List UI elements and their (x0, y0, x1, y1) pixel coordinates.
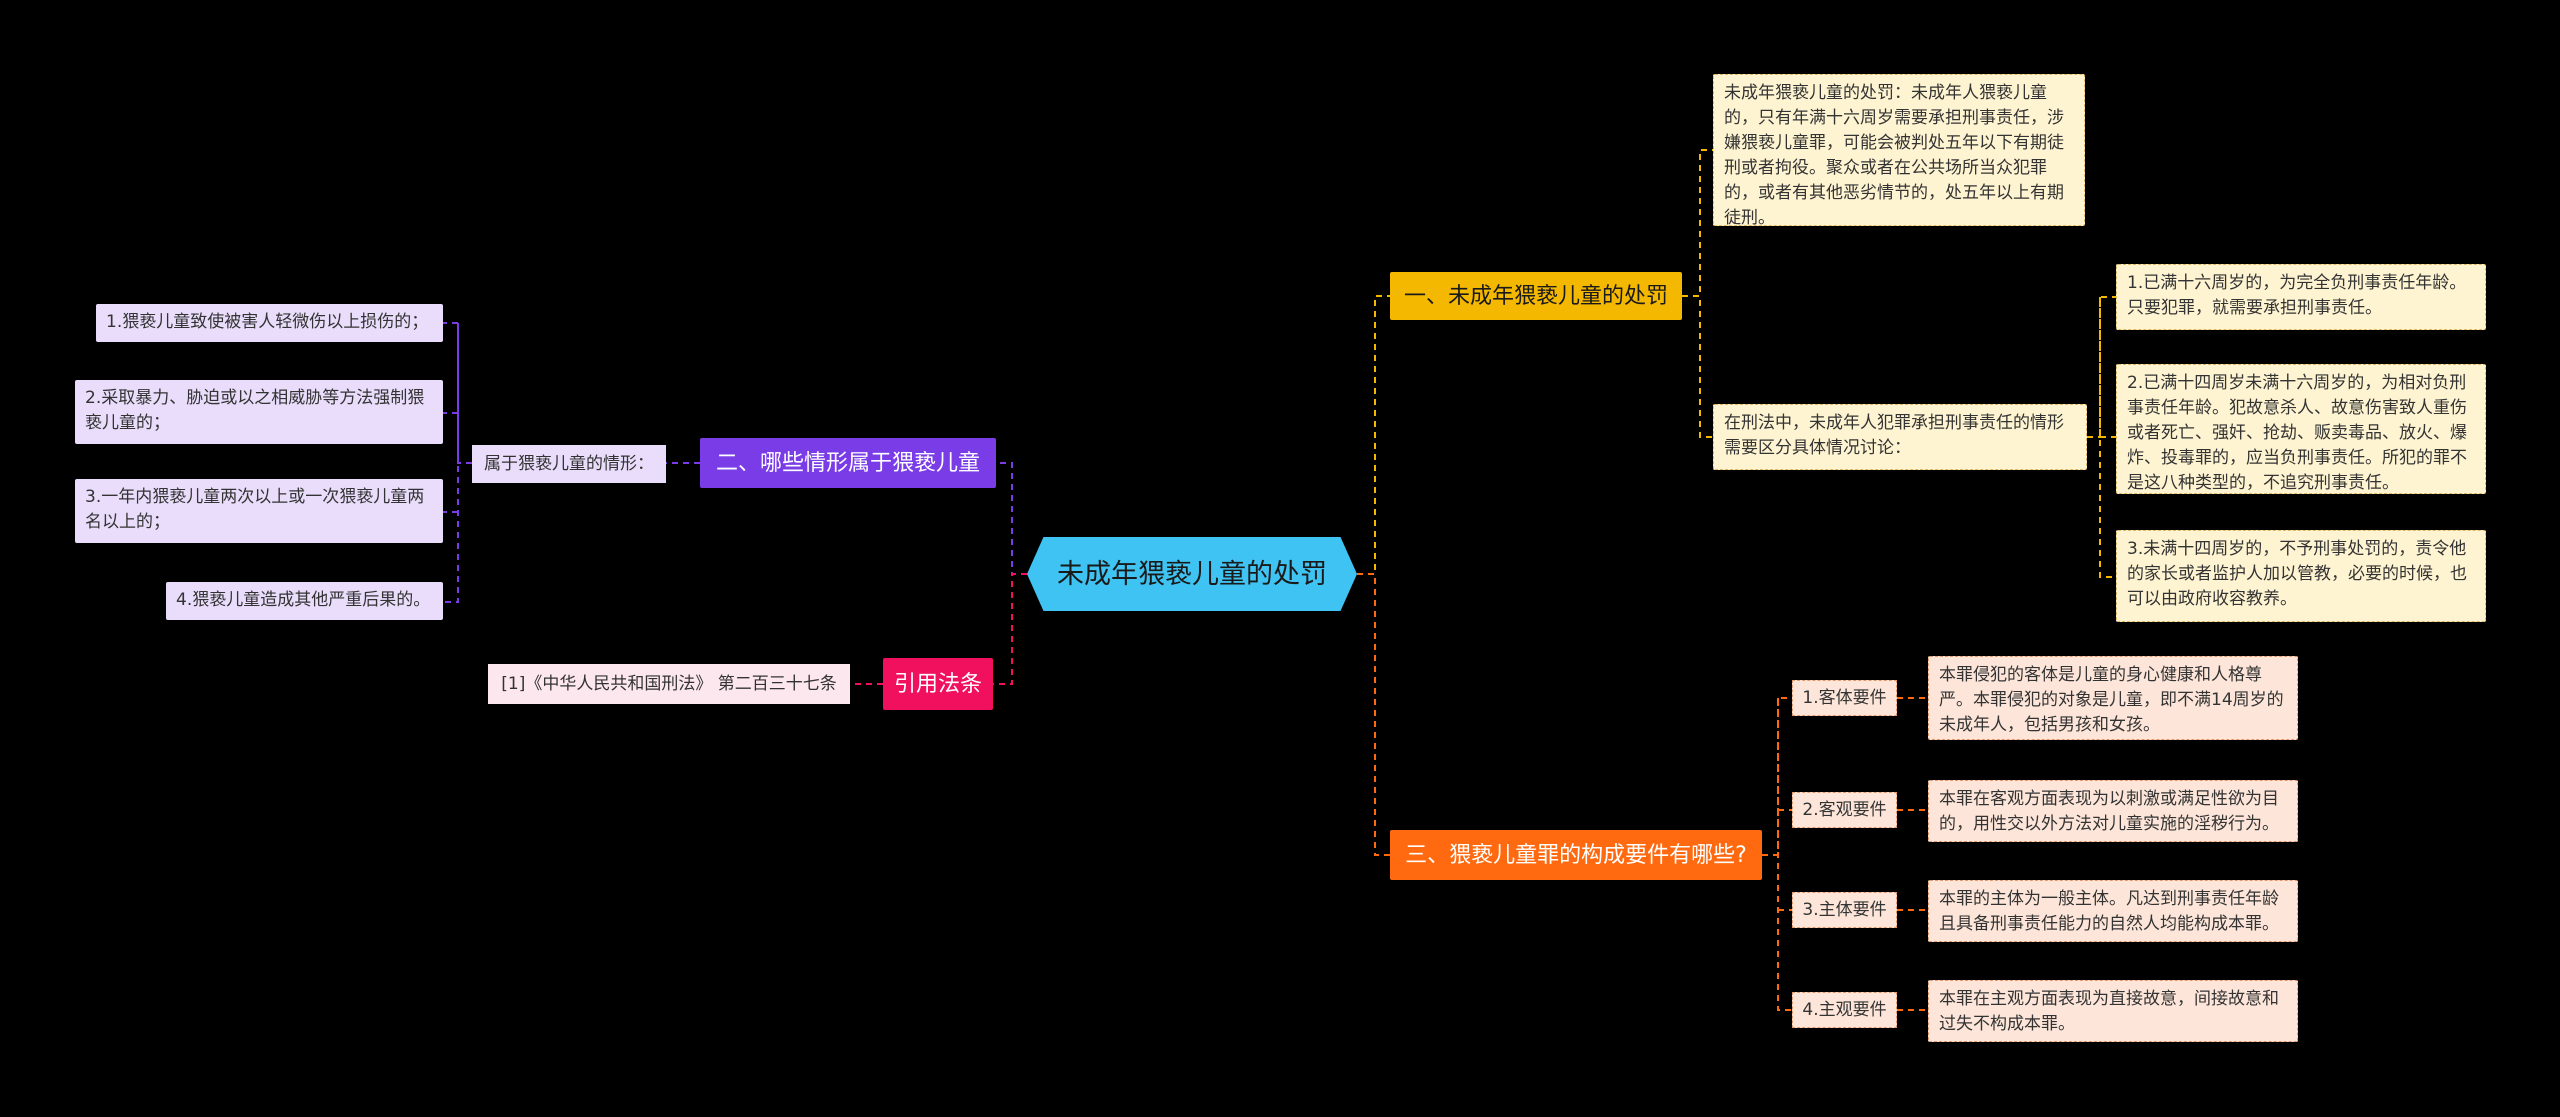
age-rule-text: 3.未满十四周岁的，不予刑事处罚的，责令他的家长或者监护人加以管教，必要的时候，… (2127, 539, 2467, 609)
branch-citations-label: 引用法条 (893, 671, 982, 697)
element-label-text: 1.客体要件 (1802, 687, 1887, 708)
branch-penalty-label: 一、未成年猥亵儿童的处罚 (1403, 283, 1668, 309)
element-label-text: 2.客观要件 (1802, 799, 1887, 820)
citation-item[interactable]: [1]《中华人民共和国刑法》 第二百三十七条 (488, 664, 850, 704)
link-root-branch2 (996, 462, 1027, 575)
branch-circumstances-label: 二、哪些情形属于猥亵儿童 (715, 450, 980, 476)
link-sub-items (443, 322, 472, 603)
element-description[interactable]: 本罪的主体为一般主体。凡达到刑事责任年龄且具备刑事责任能力的自然人均能构成本罪。 (1928, 880, 2298, 942)
branch-citations[interactable]: 引用法条 (883, 658, 993, 710)
circumstance-text: 4.猥亵儿童造成其他严重后果的。 (176, 590, 431, 610)
age-rules-text: 在刑法中，未成年人犯罪承担刑事责任的情形需要区分具体情况讨论： (1724, 413, 2064, 458)
circumstance-text: 3.一年内猥亵儿童两次以上或一次猥亵儿童两名以上的； (85, 487, 425, 532)
element-label-text: 3.主体要件 (1802, 899, 1887, 920)
penalty-detail-text: 未成年猥亵儿童的处罚：未成年人猥亵儿童的，只有年满十六周岁需要承担刑事责任，涉嫌… (1724, 83, 2064, 228)
age-rules-note[interactable]: 在刑法中，未成年人犯罪承担刑事责任的情形需要区分具体情况讨论： (1713, 404, 2087, 470)
element-description-text: 本罪在主观方面表现为直接故意，间接故意和过失不构成本罪。 (1939, 989, 2279, 1034)
branch-circumstances[interactable]: 二、哪些情形属于猥亵儿童 (700, 438, 996, 488)
age-rule-text: 1.已满十六周岁的，为完全负刑事责任年龄。只要犯罪，就需要承担刑事责任。 (2127, 273, 2467, 318)
circumstances-subtopic-label: 属于猥亵儿童的情形： (484, 453, 654, 474)
link-branch1-age (1682, 295, 1713, 438)
branch-elements[interactable]: 三、猥亵儿童罪的构成要件有哪些? (1390, 830, 1762, 880)
circumstance-text: 1.猥亵儿童致使被害人轻微伤以上损伤的； (106, 312, 429, 332)
branch-elements-label: 三、猥亵儿童罪的构成要件有哪些? (1405, 842, 1747, 868)
branch-penalty[interactable]: 一、未成年猥亵儿童的处罚 (1390, 272, 1682, 320)
element-description[interactable]: 本罪在主观方面表现为直接故意，间接故意和过失不构成本罪。 (1928, 980, 2298, 1042)
root-topic-label: 未成年猥亵儿童的处罚 (1057, 558, 1327, 590)
element-label[interactable]: 4.主观要件 (1792, 992, 1897, 1028)
link-branch1-penalty (1682, 149, 1713, 297)
link-root-branch3 (993, 573, 1027, 685)
age-rule-text: 2.已满十四周岁未满十六周岁的，为相对负刑事责任年龄。犯故意杀人、故意伤害致人重… (2127, 373, 2467, 493)
element-label[interactable]: 1.客体要件 (1792, 680, 1897, 716)
circumstance-item[interactable]: 1.猥亵儿童致使被害人轻微伤以上损伤的； (96, 304, 443, 342)
age-rule-item[interactable]: 3.未满十四周岁的，不予刑事处罚的，责令他的家长或者监护人加以管教，必要的时候，… (2116, 530, 2486, 622)
element-label[interactable]: 2.客观要件 (1792, 792, 1897, 828)
penalty-detail-note[interactable]: 未成年猥亵儿童的处罚：未成年人猥亵儿童的，只有年满十六周岁需要承担刑事责任，涉嫌… (1713, 74, 2085, 228)
circumstances-subtopic[interactable]: 属于猥亵儿童的情形： (472, 445, 666, 483)
age-rule-item[interactable]: 2.已满十四周岁未满十六周岁的，为相对负刑事责任年龄。犯故意杀人、故意伤害致人重… (2116, 364, 2486, 494)
root-topic[interactable]: 未成年猥亵儿童的处罚 (1027, 537, 1357, 611)
element-label-text: 4.主观要件 (1802, 999, 1887, 1020)
circumstance-item[interactable]: 2.采取暴力、胁迫或以之相威胁等方法强制猥亵儿童的； (75, 380, 443, 444)
age-rule-item[interactable]: 1.已满十六周岁的，为完全负刑事责任年龄。只要犯罪，就需要承担刑事责任。 (2116, 264, 2486, 330)
circumstance-item[interactable]: 3.一年内猥亵儿童两次以上或一次猥亵儿童两名以上的； (75, 479, 443, 543)
element-description-text: 本罪的主体为一般主体。凡达到刑事责任年龄且具备刑事责任能力的自然人均能构成本罪。 (1939, 889, 2279, 934)
element-description-text: 本罪在客观方面表现为以刺激或满足性欲为目的，用性交以外方法对儿童实施的淫秽行为。 (1939, 789, 2279, 834)
link-branch4-items (1762, 697, 1792, 1011)
link-root-branch4 (1357, 573, 1390, 856)
circumstance-text: 2.采取暴力、胁迫或以之相威胁等方法强制猥亵儿童的； (85, 388, 425, 433)
element-description[interactable]: 本罪侵犯的客体是儿童的身心健康和人格尊严。本罪侵犯的对象是儿童，即不满14周岁的… (1928, 656, 2298, 740)
element-description[interactable]: 本罪在客观方面表现为以刺激或满足性欲为目的，用性交以外方法对儿童实施的淫秽行为。 (1928, 780, 2298, 842)
link-root-branch1 (1357, 295, 1390, 575)
element-description-text: 本罪侵犯的客体是儿童的身心健康和人格尊严。本罪侵犯的对象是儿童，即不满14周岁的… (1939, 665, 2284, 735)
link-age-items (2087, 296, 2116, 578)
citation-text: [1]《中华人民共和国刑法》 第二百三十七条 (501, 673, 837, 694)
element-label[interactable]: 3.主体要件 (1792, 892, 1897, 928)
circumstance-item[interactable]: 4.猥亵儿童造成其他严重后果的。 (166, 582, 443, 620)
